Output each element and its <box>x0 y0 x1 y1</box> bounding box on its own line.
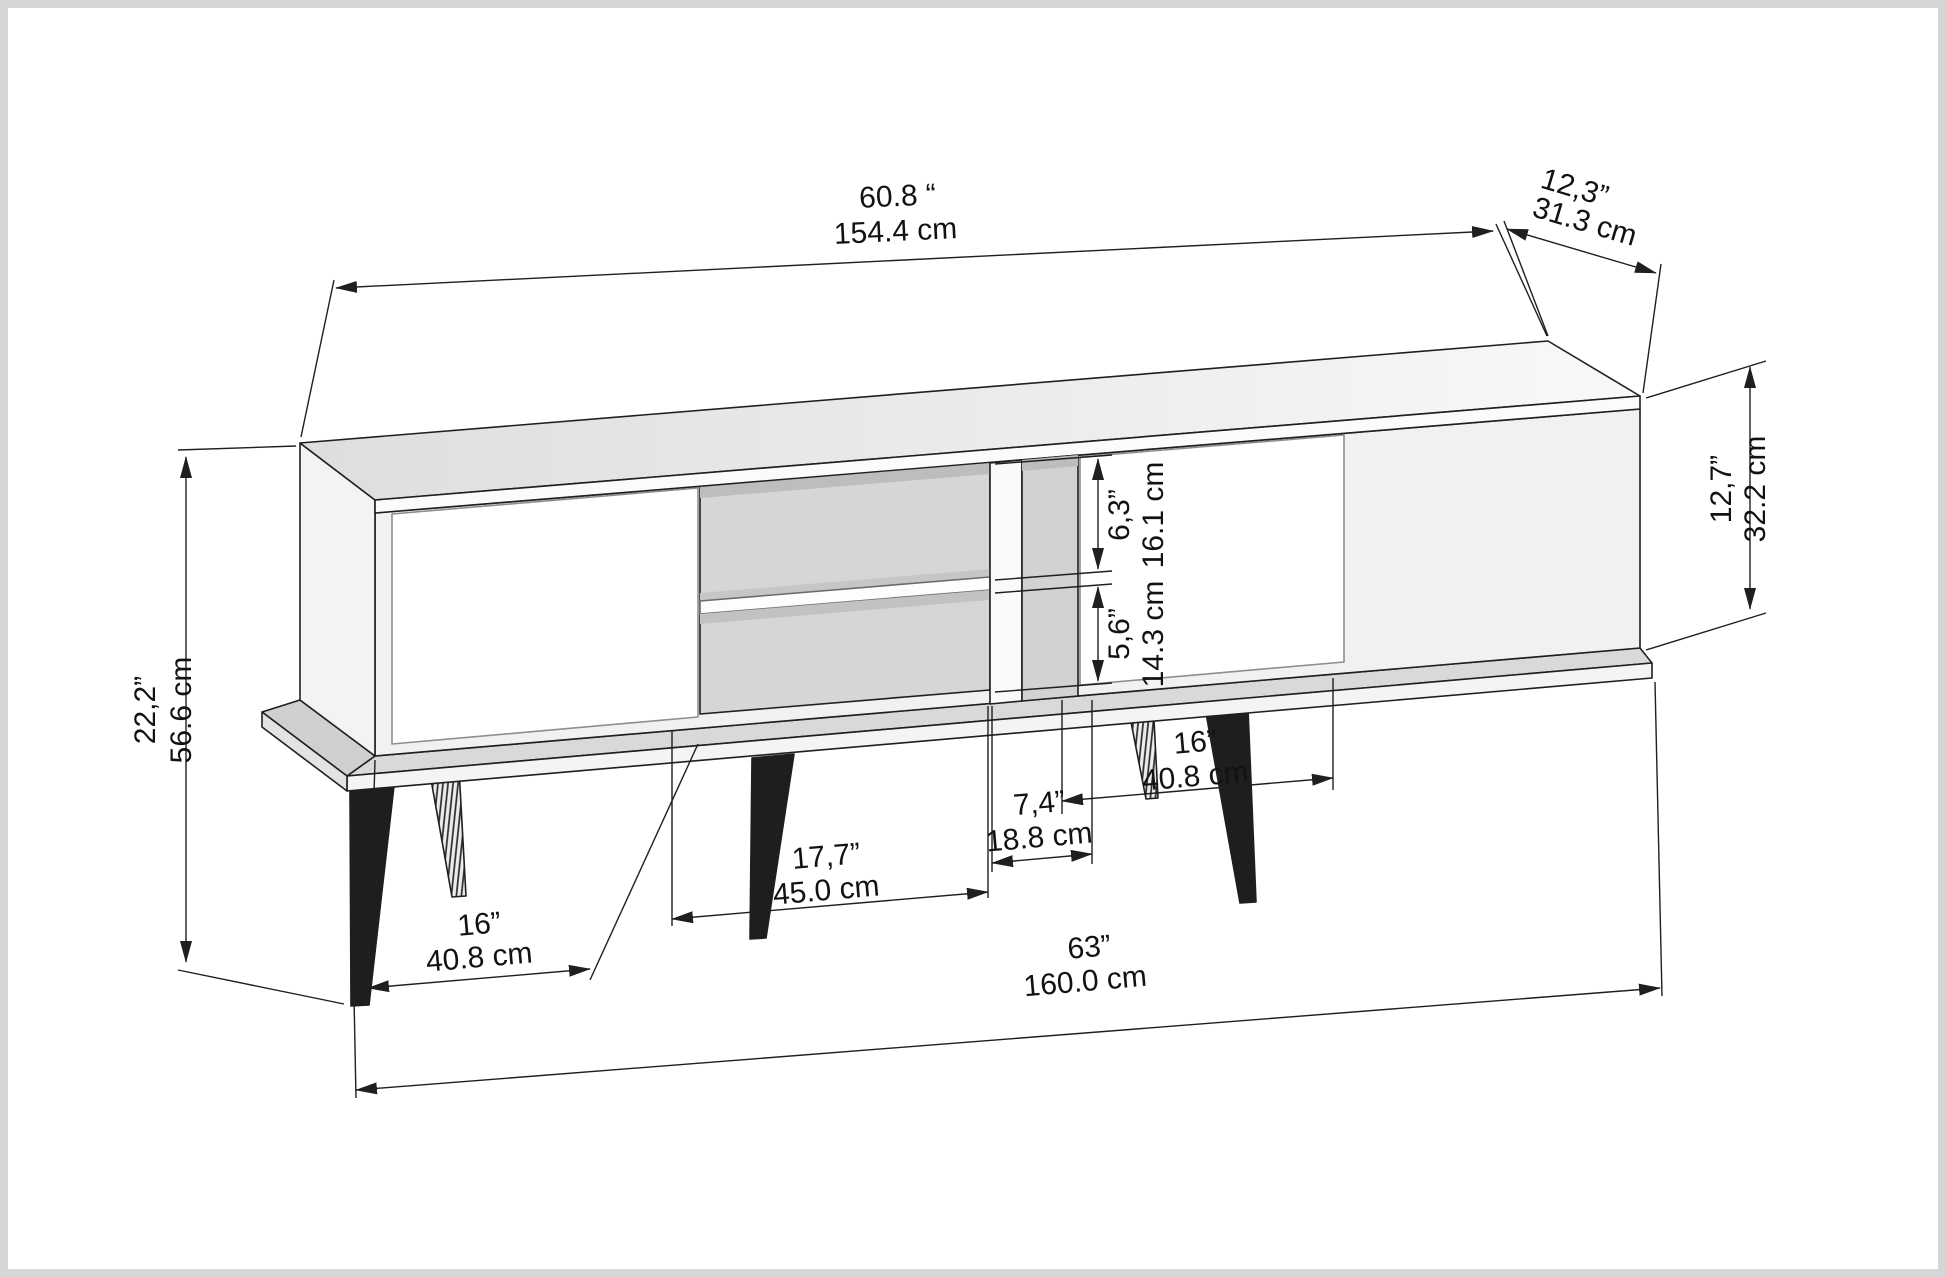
dim-line-total-width <box>355 983 1661 1095</box>
label-total-height-cm: 56.6 cm <box>165 657 198 764</box>
dimension-lines <box>177 220 1767 1099</box>
label-upper-opening-inches: 6,3” <box>1103 489 1136 541</box>
label-top-width-inches: 60.8 “ <box>858 178 936 215</box>
dimension-labels: 60.8 “ 154.4 cm 12,3” 31.3 cm 12,7” 32.2… <box>129 162 1772 1003</box>
label-middle-inches: 17,7” <box>791 837 862 876</box>
center-niche <box>1021 454 1079 702</box>
label-lower-opening-cm: 14.3 cm <box>1137 581 1170 688</box>
top-board-front-edge <box>374 395 1641 514</box>
ext-line-total-width-right <box>1654 681 1663 997</box>
ext-line-top-depth-back <box>1503 220 1549 337</box>
ext-line-total-width-left <box>349 794 357 1099</box>
ext-line-total-height-bottom <box>177 969 345 1005</box>
ext-line-opening-top <box>994 454 1113 465</box>
ext-line-top-width-right <box>1495 223 1548 337</box>
label-niche-cm: 18.8 cm <box>985 816 1094 858</box>
label-left-door-cm: 40.8 cm <box>425 936 534 978</box>
ext-line-body-height-top <box>1645 360 1767 399</box>
shelf-top-surface <box>700 569 990 601</box>
label-lower-opening-inches: 5,6” <box>1103 608 1136 660</box>
niche-back-panel <box>1021 454 1079 702</box>
ext-line-left-door-right <box>589 743 699 981</box>
ext-line-shelf-top <box>994 570 1113 581</box>
leg-front-left <box>349 785 395 1007</box>
base-left-edge <box>261 711 348 792</box>
label-total-width-inches: 63” <box>1066 929 1112 966</box>
right-door <box>1079 434 1345 686</box>
ext-line-opening-bottom <box>994 682 1113 693</box>
tv-stand <box>261 340 1653 1007</box>
dim-line-top-depth <box>1506 228 1657 274</box>
ext-line-top-width-left <box>300 279 335 438</box>
shelf-under-shadow <box>700 590 990 624</box>
label-right-door-inches: 16” <box>1172 724 1218 761</box>
label-body-height-inches: 12,7” <box>1705 455 1738 523</box>
label-body-height-cm: 32.2 cm <box>1739 436 1772 543</box>
label-total-height-inches: 22,2” <box>129 676 162 744</box>
middle-open-section <box>699 462 991 715</box>
label-top-width-cm: 154.4 cm <box>833 212 958 251</box>
label-niche-inches: 7,4” <box>1012 785 1066 822</box>
vertical-divider <box>989 459 1023 705</box>
left-door <box>391 487 699 745</box>
dim-line-right-door <box>1061 773 1334 806</box>
ext-line-body-height-bottom <box>1645 612 1767 651</box>
label-upper-opening-cm: 16.1 cm <box>1137 462 1170 569</box>
label-total-width-cm: 160.0 cm <box>1022 960 1148 1004</box>
dim-line-niche <box>991 849 1093 868</box>
top-board-underside-shadow <box>700 463 990 498</box>
ext-line-top-depth-front <box>1642 263 1662 394</box>
ext-line-total-height-top <box>177 445 297 451</box>
ext-line-left-door-left <box>367 759 376 997</box>
dim-line-middle <box>671 887 989 924</box>
label-left-door-inches: 16” <box>456 906 502 943</box>
base-board <box>261 647 1653 792</box>
label-middle-cm: 45.0 cm <box>772 869 881 911</box>
dim-line-top-width <box>335 226 1494 293</box>
ext-line-shelf-bottom <box>994 583 1113 594</box>
